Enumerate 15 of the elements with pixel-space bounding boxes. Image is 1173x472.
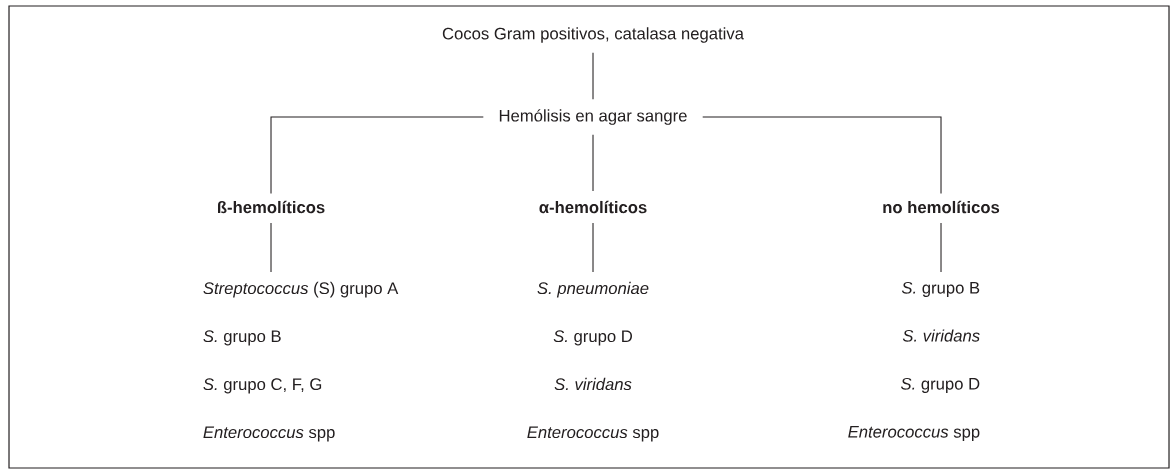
- connector-line: [592, 222, 594, 273]
- species-list: Streptococcus (S) grupo A S. grupo B S. grupo C, F, G Enterococcus spp: [203, 281, 399, 442]
- branch-text: Hemólisis en agar sangre: [499, 109, 687, 125]
- connector-line: [592, 134, 594, 192]
- connector-line: [270, 116, 484, 195]
- category-heading: α-hemolíticos: [539, 200, 647, 214]
- heading-text: Cocos Gram positivos, catalasa negativa: [442, 27, 744, 43]
- category-heading: ß-hemolíticos: [218, 200, 325, 214]
- category-heading: no hemolíticos: [883, 200, 1000, 214]
- connector-line: [940, 222, 942, 273]
- connector-line: [702, 116, 942, 195]
- connector-line: [270, 222, 272, 273]
- connector-line: [592, 52, 594, 100]
- species-list: S. pneumoniae S. grupo D S. viridans Enterococcus spp: [527, 281, 659, 442]
- species-list: S. grupo B S. viridans S. grupo D Enterococcus spp: [848, 281, 980, 441]
